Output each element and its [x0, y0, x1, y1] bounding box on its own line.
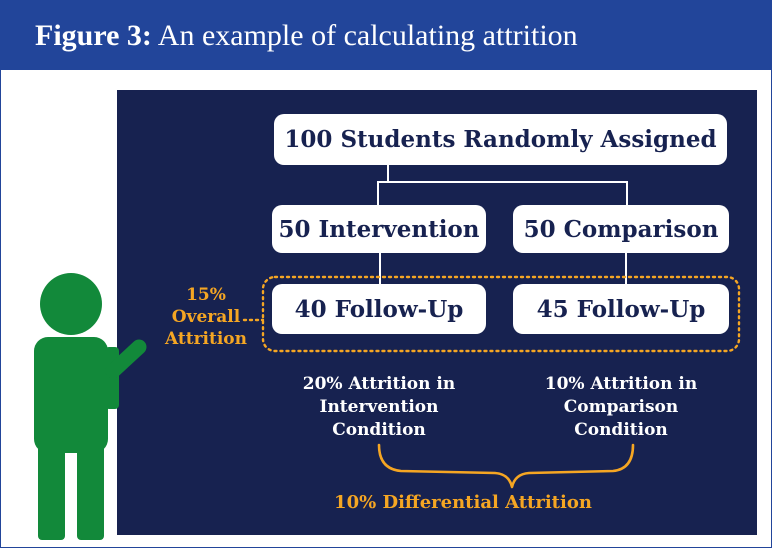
comparison-attrition-line-2: Comparison	[563, 397, 679, 417]
connector-horizontal	[377, 181, 627, 183]
comparison-attrition-line-3: Condition	[574, 420, 668, 440]
intervention-attrition-line-2: Intervention	[319, 397, 439, 417]
overall-attrition-label: 15% Overall Attrition	[153, 284, 259, 350]
connector-intervention-followup	[379, 252, 381, 285]
differential-attrition-label: 10% Differential Attrition	[334, 492, 592, 513]
connector-comparison-followup	[625, 252, 627, 285]
connector-root-down	[387, 165, 389, 182]
intervention-attrition-line-3: Condition	[332, 420, 426, 440]
intervention-attrition-text: 20% Attrition in Intervention Condition	[267, 373, 491, 442]
intervention-followup-box: 40 Follow-Up	[272, 284, 486, 334]
figure-title: An example of calculating attrition	[157, 19, 578, 52]
figure-label: Figure 3:	[35, 19, 152, 52]
comparison-followup-box: 45 Follow-Up	[513, 284, 729, 334]
intervention-box: 50 Intervention	[272, 205, 486, 253]
comparison-box: 50 Comparison	[513, 205, 729, 253]
comparison-attrition-text: 10% Attrition in Comparison Condition	[513, 373, 729, 442]
overall-attrition-line-2: Overall	[171, 307, 241, 327]
root-box: 100 Students Randomly Assigned	[274, 114, 727, 165]
overall-attrition-line-3: Attrition	[164, 329, 248, 349]
intervention-attrition-line-1: 20% Attrition in	[302, 374, 456, 394]
overall-attrition-line-1: 15%	[186, 285, 226, 305]
connector-left-down	[377, 181, 379, 207]
connector-right-down	[626, 181, 628, 207]
figure-header: Figure 3: An example of calculating attr…	[1, 1, 771, 70]
comparison-attrition-line-1: 10% Attrition in	[544, 374, 698, 394]
